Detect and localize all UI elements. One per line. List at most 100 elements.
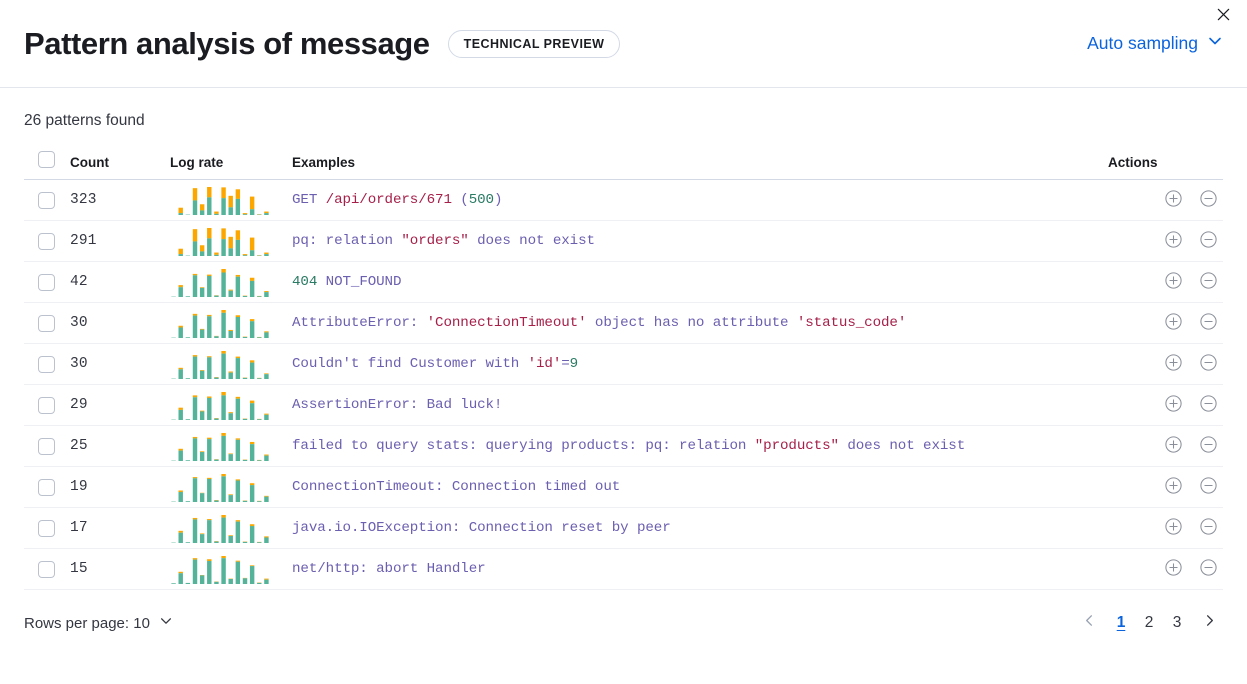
table-row[interactable]: 291 pq: relation "orders" does not exist [24,220,1223,262]
filter-out-value-button[interactable] [1193,349,1223,379]
filter-for-value-button[interactable] [1159,308,1189,338]
filter-out-value-button[interactable] [1193,472,1223,502]
cell-log-rate [170,343,292,385]
example-token: does not exist [838,438,966,454]
minus-in-circle-icon [1199,353,1218,375]
filter-for-value-button[interactable] [1159,267,1189,297]
log-rate-sparkline [170,308,292,338]
table-body: 323 GET /api/orders/671 (500) 291 pq: re… [24,179,1223,590]
filter-out-value-button[interactable] [1193,431,1223,461]
example-token: 404 [292,274,318,290]
filter-out-value-button[interactable] [1193,185,1223,215]
pagination-page-3[interactable]: 3 [1163,608,1191,638]
row-select-cell [24,179,70,221]
flyout-body: 26 patterns found Count Log rate Example… [0,88,1247,590]
plus-in-circle-icon [1164,271,1183,293]
table-row[interactable]: 30 Couldn't find Customer with 'id'=9 [24,343,1223,385]
filter-for-value-button[interactable] [1159,431,1189,461]
plus-in-circle-icon [1164,189,1183,211]
log-rate-sparkline [170,554,292,584]
technical-preview-badge: TECHNICAL PREVIEW [447,29,621,58]
example-token: ( [451,192,469,208]
patterns-found-count: 26 patterns found [24,112,145,129]
plus-in-circle-icon [1164,517,1183,539]
close-button[interactable] [1209,2,1237,30]
log-rate-sparkline [170,472,292,502]
pagination-next[interactable] [1195,608,1223,638]
minus-in-circle-icon [1199,271,1218,293]
example-token: net/http: abort Handler [292,561,486,577]
cell-actions [1108,302,1223,344]
filter-for-value-button[interactable] [1159,349,1189,379]
row-select-cell [24,302,70,344]
cell-count: 25 [70,425,170,467]
table-row[interactable]: 19 ConnectionTimeout: Connection timed o… [24,466,1223,508]
column-header-log-rate[interactable]: Log rate [170,151,292,180]
cell-example: AttributeError: 'ConnectionTimeout' obje… [292,302,1108,344]
row-checkbox[interactable] [38,314,55,332]
pagination-previous[interactable] [1075,608,1103,638]
row-checkbox[interactable] [38,437,55,455]
row-checkbox[interactable] [38,355,55,373]
pagination-page-2[interactable]: 2 [1135,608,1163,638]
table-row[interactable]: 29 AssertionError: Bad luck! [24,384,1223,426]
example-token: /api/orders/671 [325,192,452,208]
table-row[interactable]: 30 AttributeError: 'ConnectionTimeout' o… [24,302,1223,344]
filter-out-value-button[interactable] [1193,308,1223,338]
filter-for-value-button[interactable] [1159,390,1189,420]
pagination-page-1[interactable]: 1 [1107,608,1135,638]
filter-for-value-button[interactable] [1159,554,1189,584]
cell-example: GET /api/orders/671 (500) [292,179,1108,221]
filter-out-value-button[interactable] [1193,390,1223,420]
row-checkbox[interactable] [38,396,55,414]
cell-log-rate [170,384,292,426]
filter-out-value-button[interactable] [1193,554,1223,584]
table-row[interactable]: 15 net/http: abort Handler [24,548,1223,590]
select-all-checkbox[interactable] [38,151,55,168]
cell-actions [1108,261,1223,303]
row-checkbox[interactable] [38,478,55,496]
table-row[interactable]: 42 404 NOT_FOUND [24,261,1223,303]
column-header-examples[interactable]: Examples [292,151,1108,180]
cell-actions [1108,425,1223,467]
cell-actions [1108,548,1223,590]
filter-for-value-button[interactable] [1159,472,1189,502]
plus-in-circle-icon [1164,435,1183,457]
table-row[interactable]: 25 failed to query stats: querying produ… [24,425,1223,467]
example-token: java.io.IOException: Connection reset by… [292,520,671,536]
minus-in-circle-icon [1199,517,1218,539]
row-checkbox[interactable] [38,519,55,537]
example-token: GET [292,192,326,208]
column-header-count[interactable]: Count [70,151,170,180]
plus-in-circle-icon [1164,230,1183,252]
cell-log-rate [170,507,292,549]
filter-out-value-button[interactable] [1193,513,1223,543]
row-checkbox[interactable] [38,560,55,578]
log-rate-sparkline [170,267,292,297]
cell-log-rate [170,261,292,303]
chevron-right-icon [1202,613,1217,633]
row-checkbox[interactable] [38,273,55,291]
filter-for-value-button[interactable] [1159,185,1189,215]
filter-for-value-button[interactable] [1159,226,1189,256]
table-row[interactable]: 323 GET /api/orders/671 (500) [24,179,1223,221]
cell-example: 404 NOT_FOUND [292,261,1108,303]
minus-in-circle-icon [1199,230,1218,252]
cell-count: 15 [70,548,170,590]
cell-actions [1108,384,1223,426]
row-select-cell [24,548,70,590]
table-row[interactable]: 17 java.io.IOException: Connection reset… [24,507,1223,549]
example-token: Couldn't find Customer with [292,356,528,372]
rows-per-page-selector[interactable]: Rows per page: 10 [24,614,173,632]
cell-count: 30 [70,302,170,344]
filter-for-value-button[interactable] [1159,513,1189,543]
row-checkbox[interactable] [38,232,55,250]
minus-in-circle-icon [1199,558,1218,580]
close-icon [1216,7,1231,25]
filter-out-value-button[interactable] [1193,226,1223,256]
auto-sampling-dropdown[interactable]: Auto sampling [1087,33,1223,54]
filter-out-value-button[interactable] [1193,267,1223,297]
log-rate-sparkline [170,513,292,543]
row-checkbox[interactable] [38,191,55,209]
cell-actions [1108,220,1223,262]
